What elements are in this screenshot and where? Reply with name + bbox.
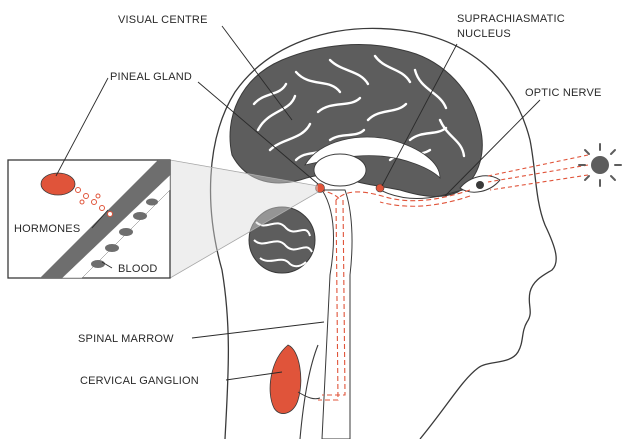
inset-box (8, 160, 170, 278)
light-rays (488, 155, 588, 190)
label-suprachiasmatic-line2: NUCLEUS (457, 28, 511, 40)
label-pineal-gland: PINEAL GLAND (110, 71, 192, 83)
label-cervical-ganglion: CERVICAL GANGLION (80, 375, 199, 387)
neck-outline (300, 345, 318, 439)
label-spinal-marrow: SPINAL MARROW (78, 333, 174, 345)
label-visual-centre: VISUAL CENTRE (118, 14, 208, 26)
thalamus (314, 154, 366, 186)
sun-icon (579, 144, 621, 186)
label-optic-nerve: OPTIC NERVE (525, 87, 602, 99)
label-suprachiasmatic-line1: SUPRACHIASMATIC (457, 13, 565, 25)
label-hormones: HORMONES (14, 223, 80, 235)
inset-pineal-gland (41, 173, 75, 195)
cervical-ganglion (270, 345, 301, 414)
ganglion-connector (298, 392, 320, 399)
label-blood: BLOOD (118, 263, 158, 275)
